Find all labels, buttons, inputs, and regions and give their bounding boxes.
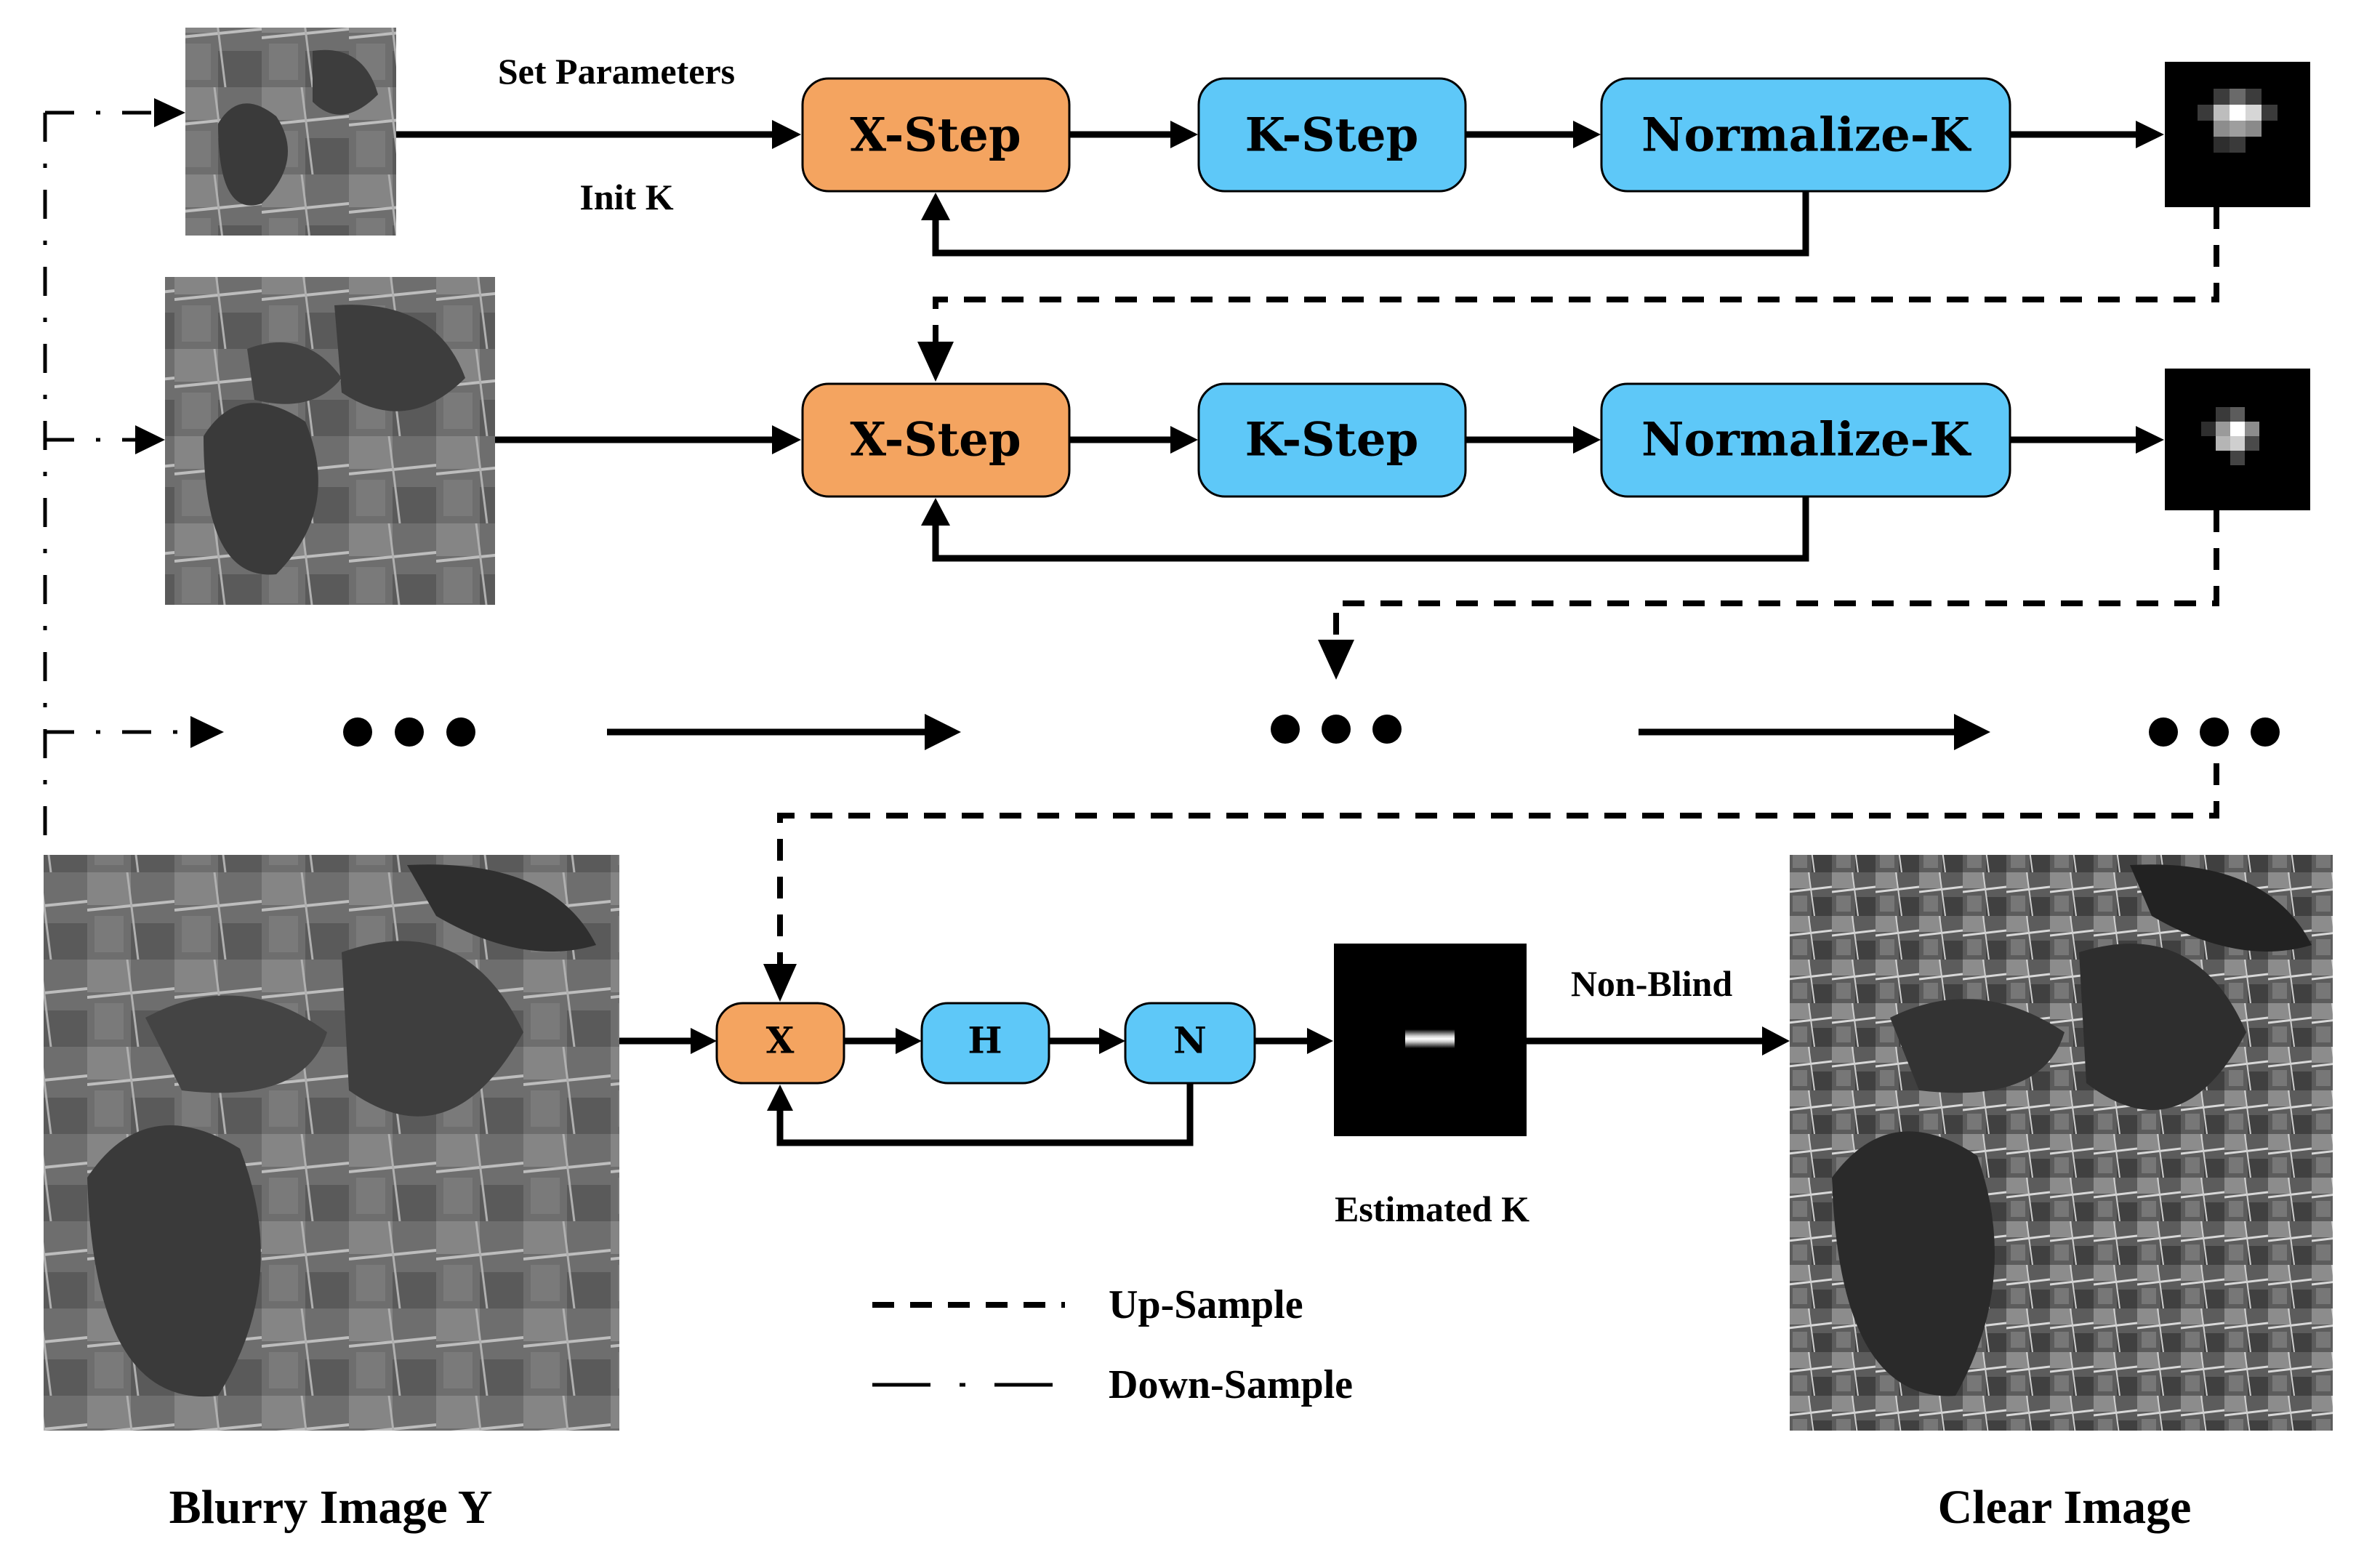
arrowhead	[691, 1028, 717, 1054]
arrowhead	[763, 964, 797, 1002]
blurry-image	[44, 855, 619, 1431]
k-step-label-row1: K-Step	[1245, 108, 1419, 163]
arrowhead	[190, 716, 224, 748]
x-step-label-row2: X-Step	[850, 413, 1021, 467]
upsample-connector-1	[933, 207, 2219, 342]
n-label: N	[1173, 1019, 1207, 1062]
normalize-k-label-row2: Normalize-K	[1641, 413, 1971, 467]
arrowhead	[1318, 640, 1354, 680]
arrowhead	[1762, 1026, 1790, 1056]
arrowhead	[1307, 1028, 1333, 1054]
arrowhead	[772, 425, 801, 454]
arrowhead	[896, 1028, 922, 1054]
init-k-label: Init K	[579, 177, 673, 217]
arrowhead	[1573, 426, 1601, 454]
aerial-image-medium	[165, 277, 495, 605]
kernel-image-2	[2165, 369, 2310, 510]
legend-upsample-label: Up-Sample	[1109, 1282, 1303, 1327]
arrowhead	[767, 1085, 793, 1111]
arrowhead	[1170, 121, 1198, 148]
x-step-label-row1: X-Step	[850, 108, 1021, 163]
non-blind-label: Non-Blind	[1571, 963, 1733, 1004]
clear-image-caption: Clear Image	[1938, 1481, 2192, 1534]
arrowhead	[772, 120, 801, 149]
feedback-loop-row1	[932, 191, 1809, 257]
ellipsis-1	[343, 717, 475, 747]
arrowhead	[925, 714, 961, 750]
arrowhead	[154, 98, 185, 127]
x-label: X	[766, 1019, 795, 1062]
ellipsis-2	[1271, 715, 1402, 744]
aerial-image-small	[185, 28, 396, 236]
arrowhead	[1573, 121, 1601, 148]
kernel-image-1	[2165, 62, 2310, 207]
blurry-image-caption: Blurry Image Y	[169, 1481, 493, 1534]
arrowhead	[135, 425, 165, 454]
estimated-kernel-image	[1334, 944, 1527, 1136]
arrowhead	[921, 193, 950, 220]
upsample-connector-2	[1333, 510, 2219, 640]
arrowhead	[921, 498, 950, 526]
estimated-k-label: Estimated K	[1335, 1189, 1529, 1229]
clear-image	[1790, 855, 2333, 1431]
arrowhead	[1954, 714, 1990, 750]
arrowhead	[1099, 1028, 1125, 1054]
arrowhead	[2136, 426, 2164, 454]
arrowhead	[2136, 121, 2164, 148]
set-parameters-label: Set Parameters	[498, 51, 735, 92]
h-label: H	[968, 1019, 1002, 1062]
arrowhead	[917, 342, 954, 382]
legend-downsample-label: Down-Sample	[1109, 1362, 1353, 1407]
normalize-k-label-row1: Normalize-K	[1641, 108, 1971, 163]
feedback-loop-row4	[776, 1083, 1194, 1146]
feedback-loop-row2	[932, 496, 1809, 562]
legend: Up-Sample Down-Sample	[872, 1282, 1353, 1407]
ellipsis-3	[2149, 717, 2280, 747]
arrowhead	[1170, 426, 1198, 454]
k-step-label-row2: K-Step	[1245, 413, 1419, 467]
upsample-connector-3	[777, 763, 2219, 964]
